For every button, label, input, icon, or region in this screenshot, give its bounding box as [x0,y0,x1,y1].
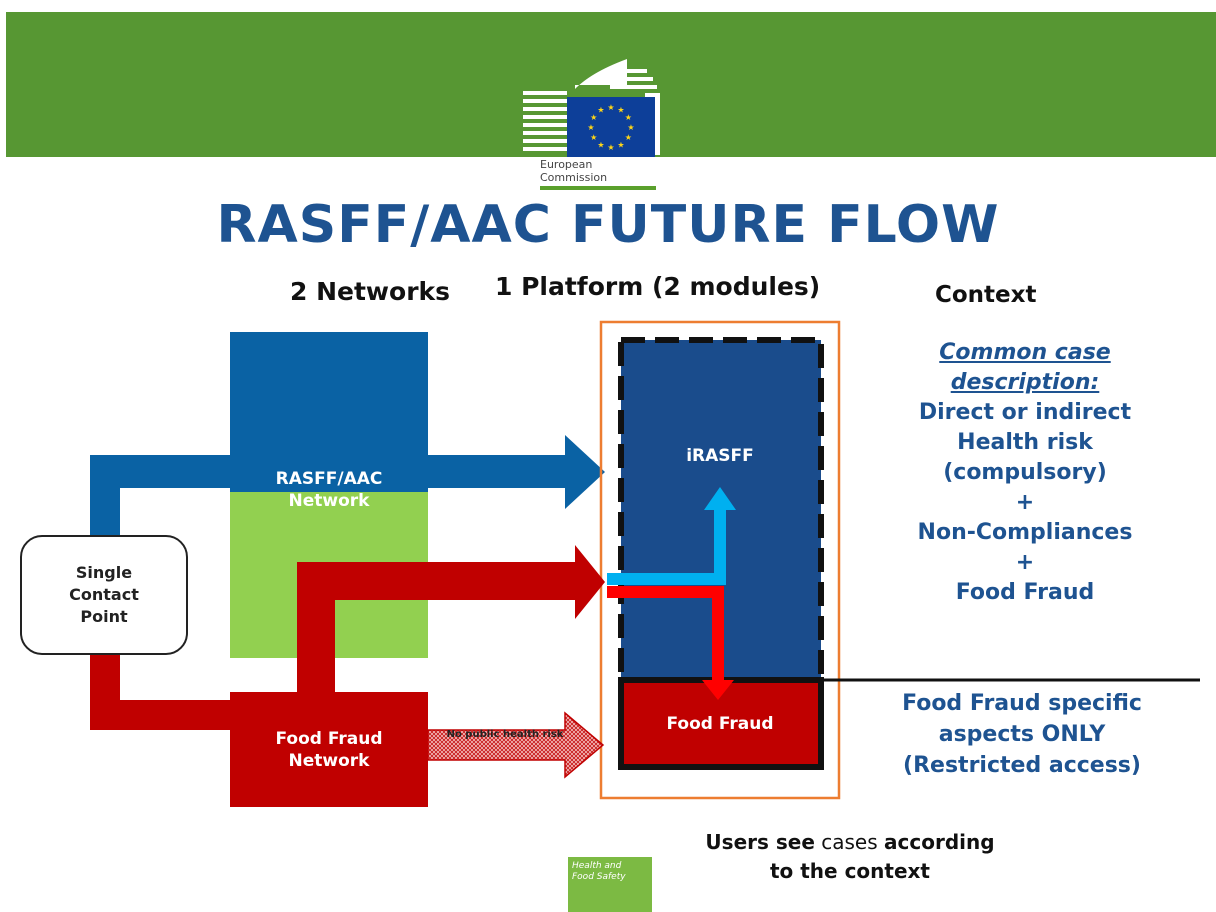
heading-context: Context [935,282,1037,308]
heading-platform: 1 Platform (2 modules) [495,272,821,301]
eu-star: ★ [617,106,624,115]
no-public-health-label: No public health risk [446,729,564,740]
heading-networks: 2 Networks [290,277,451,306]
context-common: Common case description: Direct or indir… [870,338,1180,608]
users-bold-2: according [884,830,995,854]
page-title: RASFF/AAC FUTURE FLOW [216,195,1000,255]
eu-star: ★ [627,123,634,132]
eu-star: ★ [597,106,604,115]
scp-line3: Point [80,607,128,626]
badge-line1: Health and [572,861,622,871]
rasff-label-line2: Network [288,491,370,511]
badge-line2: Food Safety [572,872,626,882]
food-fraud-module-label: Food Fraud [666,714,774,734]
scp-line2: Contact [69,585,139,604]
users-text-1: cases [814,830,885,854]
context-line-6: + [1015,550,1035,575]
red-flow-path [90,655,230,730]
eu-star: ★ [587,123,594,132]
eu-caption-line2: Commission [540,171,608,184]
blue-flow-path [90,455,430,535]
eu-caption-line1: European [540,158,593,171]
context-common-title: Common case description: [939,340,1111,395]
food-fraud-network: Food Fraud Network [230,692,428,807]
eu-star: ★ [607,103,614,112]
context-line-2: Health risk [957,430,1093,455]
red-arrow-to-platform [297,545,605,692]
eu-star: ★ [597,140,604,149]
ff-context-line-2: aspects ONLY [938,722,1106,747]
platform-outline [599,320,841,800]
eu-star: ★ [617,140,624,149]
red-arrow-down [607,586,734,700]
no-public-health-arrow [427,711,605,779]
eu-underline [540,186,656,190]
blue-arrow-to-irasff [428,435,605,509]
ff-context-line-3: (Restricted access) [903,753,1141,778]
context-line-4: + [1015,490,1035,515]
european-commission-logo: ★★★★★★★★★★★★ [523,59,660,157]
eu-star: ★ [590,113,597,122]
eu-star: ★ [625,113,632,122]
context-line-7: Food Fraud [955,580,1095,605]
eu-star: ★ [607,143,614,152]
eu-caption: European Commission [540,158,660,184]
rasff-network-label: RASFF/AAC Network [230,468,428,512]
ff-context-line-1: Food Fraud specific [902,691,1142,716]
health-food-safety-badge: Health and Food Safety [568,857,652,912]
context-line-3: (compulsory) [943,460,1107,485]
single-contact-point: Single Contact Point [20,535,188,655]
users-line-2: to the context [769,859,930,883]
irasff-label: iRASFF [686,446,754,466]
ffnet-line1: Food Fraud [275,728,383,749]
context-line-5: Non-Compliances [917,520,1133,545]
light-blue-arrow [607,487,736,585]
eu-star: ★ [625,133,632,142]
rasff-label-line1: RASFF/AAC [275,469,383,489]
scp-line1: Single [75,563,133,582]
users-note: Users see cases according to the context [640,828,1060,886]
users-bold-1: Users see [705,830,815,854]
context-line-1: Direct or indirect [918,400,1132,425]
context-food-fraud: Food Fraud specific aspects ONLY (Restri… [862,688,1182,781]
ffnet-line2: Network [288,750,370,771]
eu-star: ★ [590,133,597,142]
